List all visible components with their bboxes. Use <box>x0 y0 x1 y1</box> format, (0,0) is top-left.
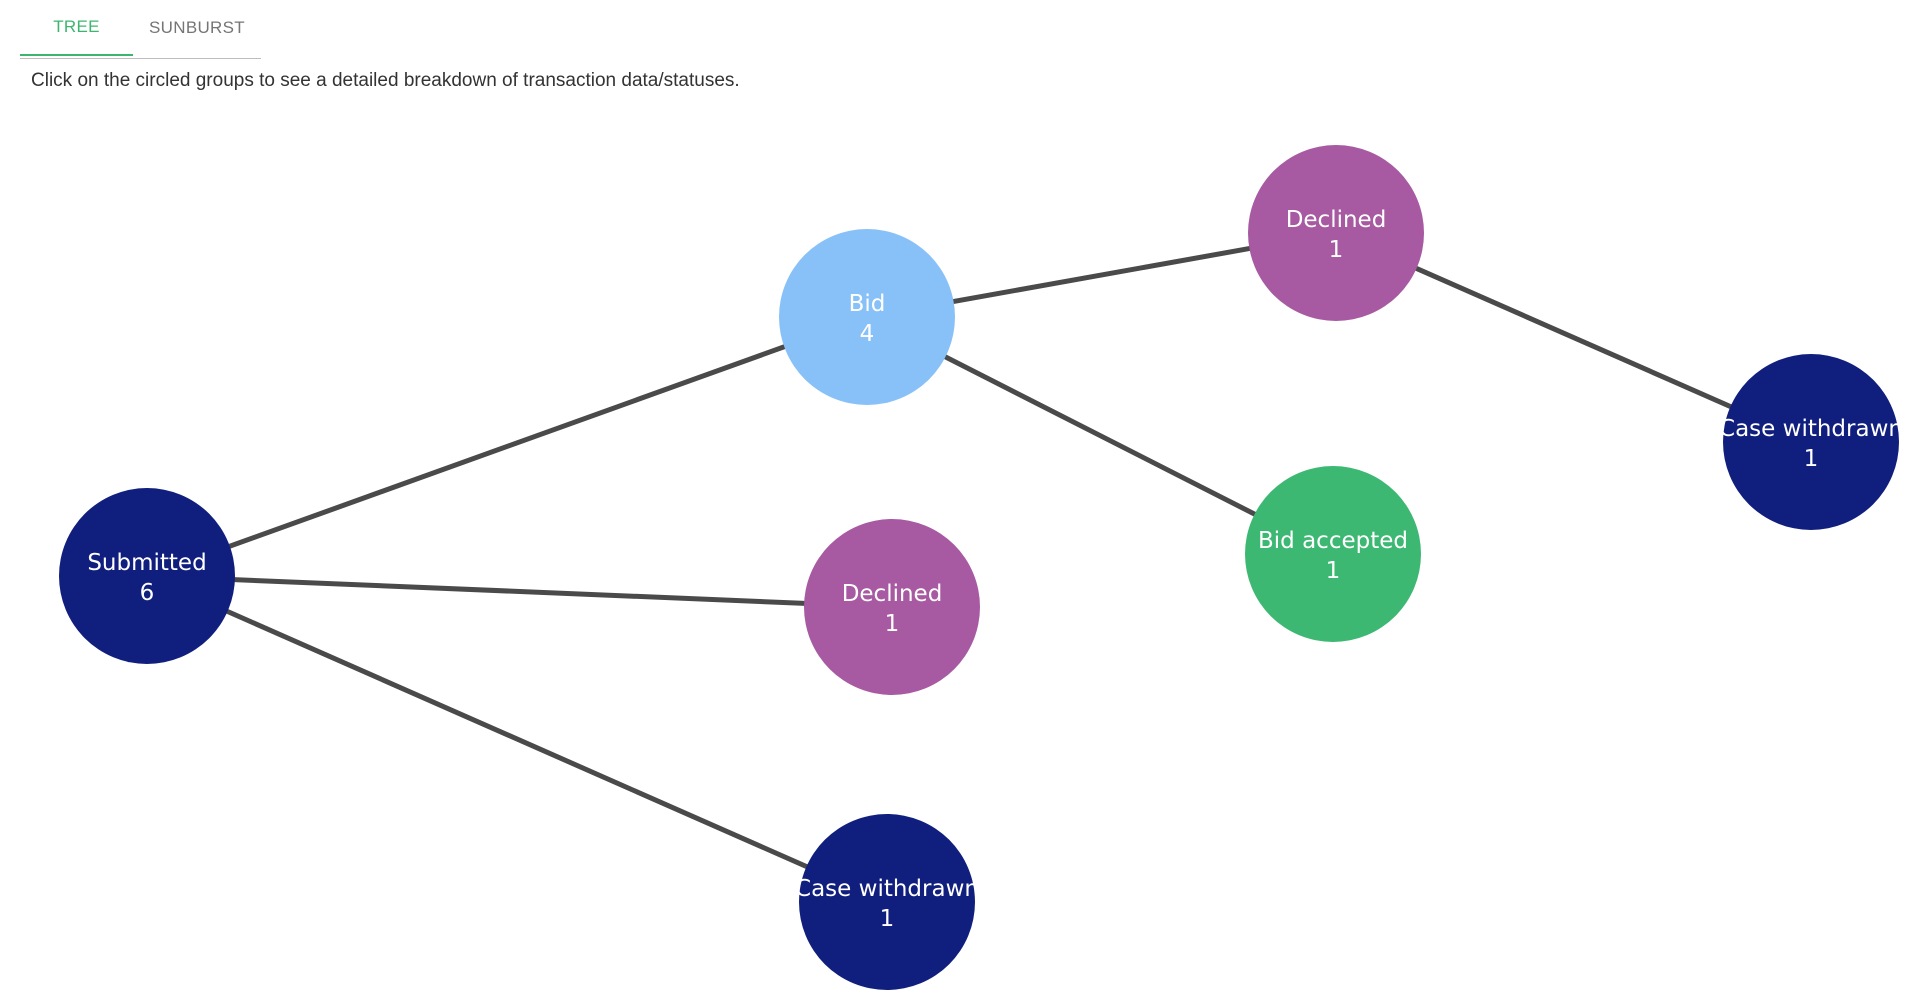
tab-tree[interactable]: TREE <box>20 0 133 56</box>
node-circle[interactable] <box>799 814 975 990</box>
node-circle[interactable] <box>1245 466 1421 642</box>
node-circle[interactable] <box>1248 145 1424 321</box>
node-circle[interactable] <box>1723 354 1899 530</box>
node-circle[interactable] <box>779 229 955 405</box>
tree-edges <box>145 230 1813 905</box>
edge-submitted-to-withdrawn-a <box>145 573 889 905</box>
node-circle[interactable] <box>804 519 980 695</box>
edge-submitted-to-declined-a <box>146 573 893 610</box>
instruction-text: Click on the circled groups to see a det… <box>31 70 740 91</box>
node-circle[interactable] <box>59 488 235 664</box>
tab-sunburst[interactable]: SUNBURST <box>149 18 245 37</box>
edge-submitted-to-bid <box>146 314 868 579</box>
view-tabs: TREE SUNBURST <box>20 0 261 59</box>
